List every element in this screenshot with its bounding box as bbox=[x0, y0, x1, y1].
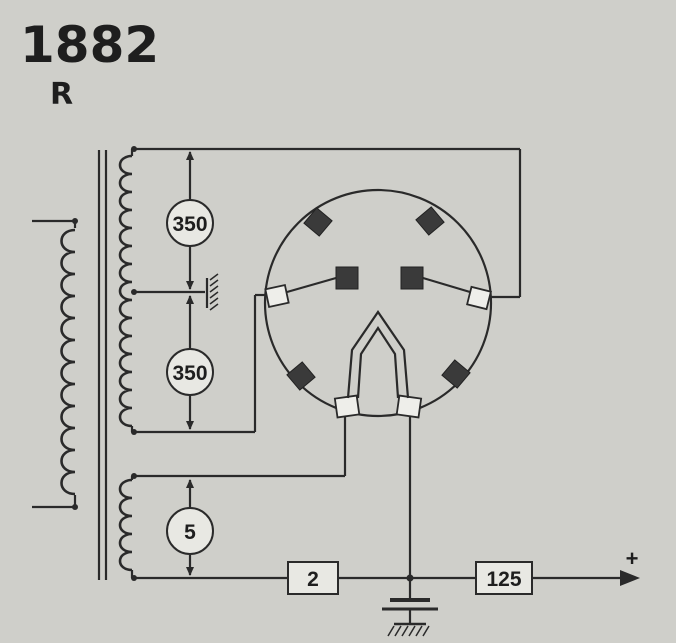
wiring bbox=[134, 147, 620, 598]
tube-number: 1882 bbox=[20, 16, 159, 74]
transformer-core bbox=[97, 150, 108, 580]
svg-text:350: 350 bbox=[172, 362, 207, 385]
transformer-primary-icon bbox=[32, 218, 78, 510]
output-plus-sign: + bbox=[626, 546, 639, 571]
filament-winding-icon bbox=[118, 473, 137, 581]
voltage-label-2: 350 bbox=[166, 348, 214, 396]
capacitor-icon bbox=[382, 598, 438, 624]
center-tap-ground-icon bbox=[205, 273, 219, 311]
svg-text:350: 350 bbox=[172, 213, 207, 236]
ground-icon bbox=[387, 622, 430, 637]
voltage-label-3: 5 bbox=[166, 507, 214, 555]
rectifier-tube-icon bbox=[263, 188, 493, 419]
voltage-label-1: 350 bbox=[166, 199, 214, 247]
load-resistor-box: 125 bbox=[475, 561, 533, 595]
measure-lines bbox=[186, 151, 194, 576]
arrow-icon bbox=[620, 570, 640, 586]
svg-text:2: 2 bbox=[307, 568, 319, 591]
transformer-secondary-icon bbox=[118, 146, 137, 435]
tube-suffix: R bbox=[50, 77, 73, 112]
filter-choke-box: 2 bbox=[287, 561, 339, 595]
svg-text:5: 5 bbox=[184, 521, 196, 544]
svg-text:125: 125 bbox=[486, 568, 521, 591]
